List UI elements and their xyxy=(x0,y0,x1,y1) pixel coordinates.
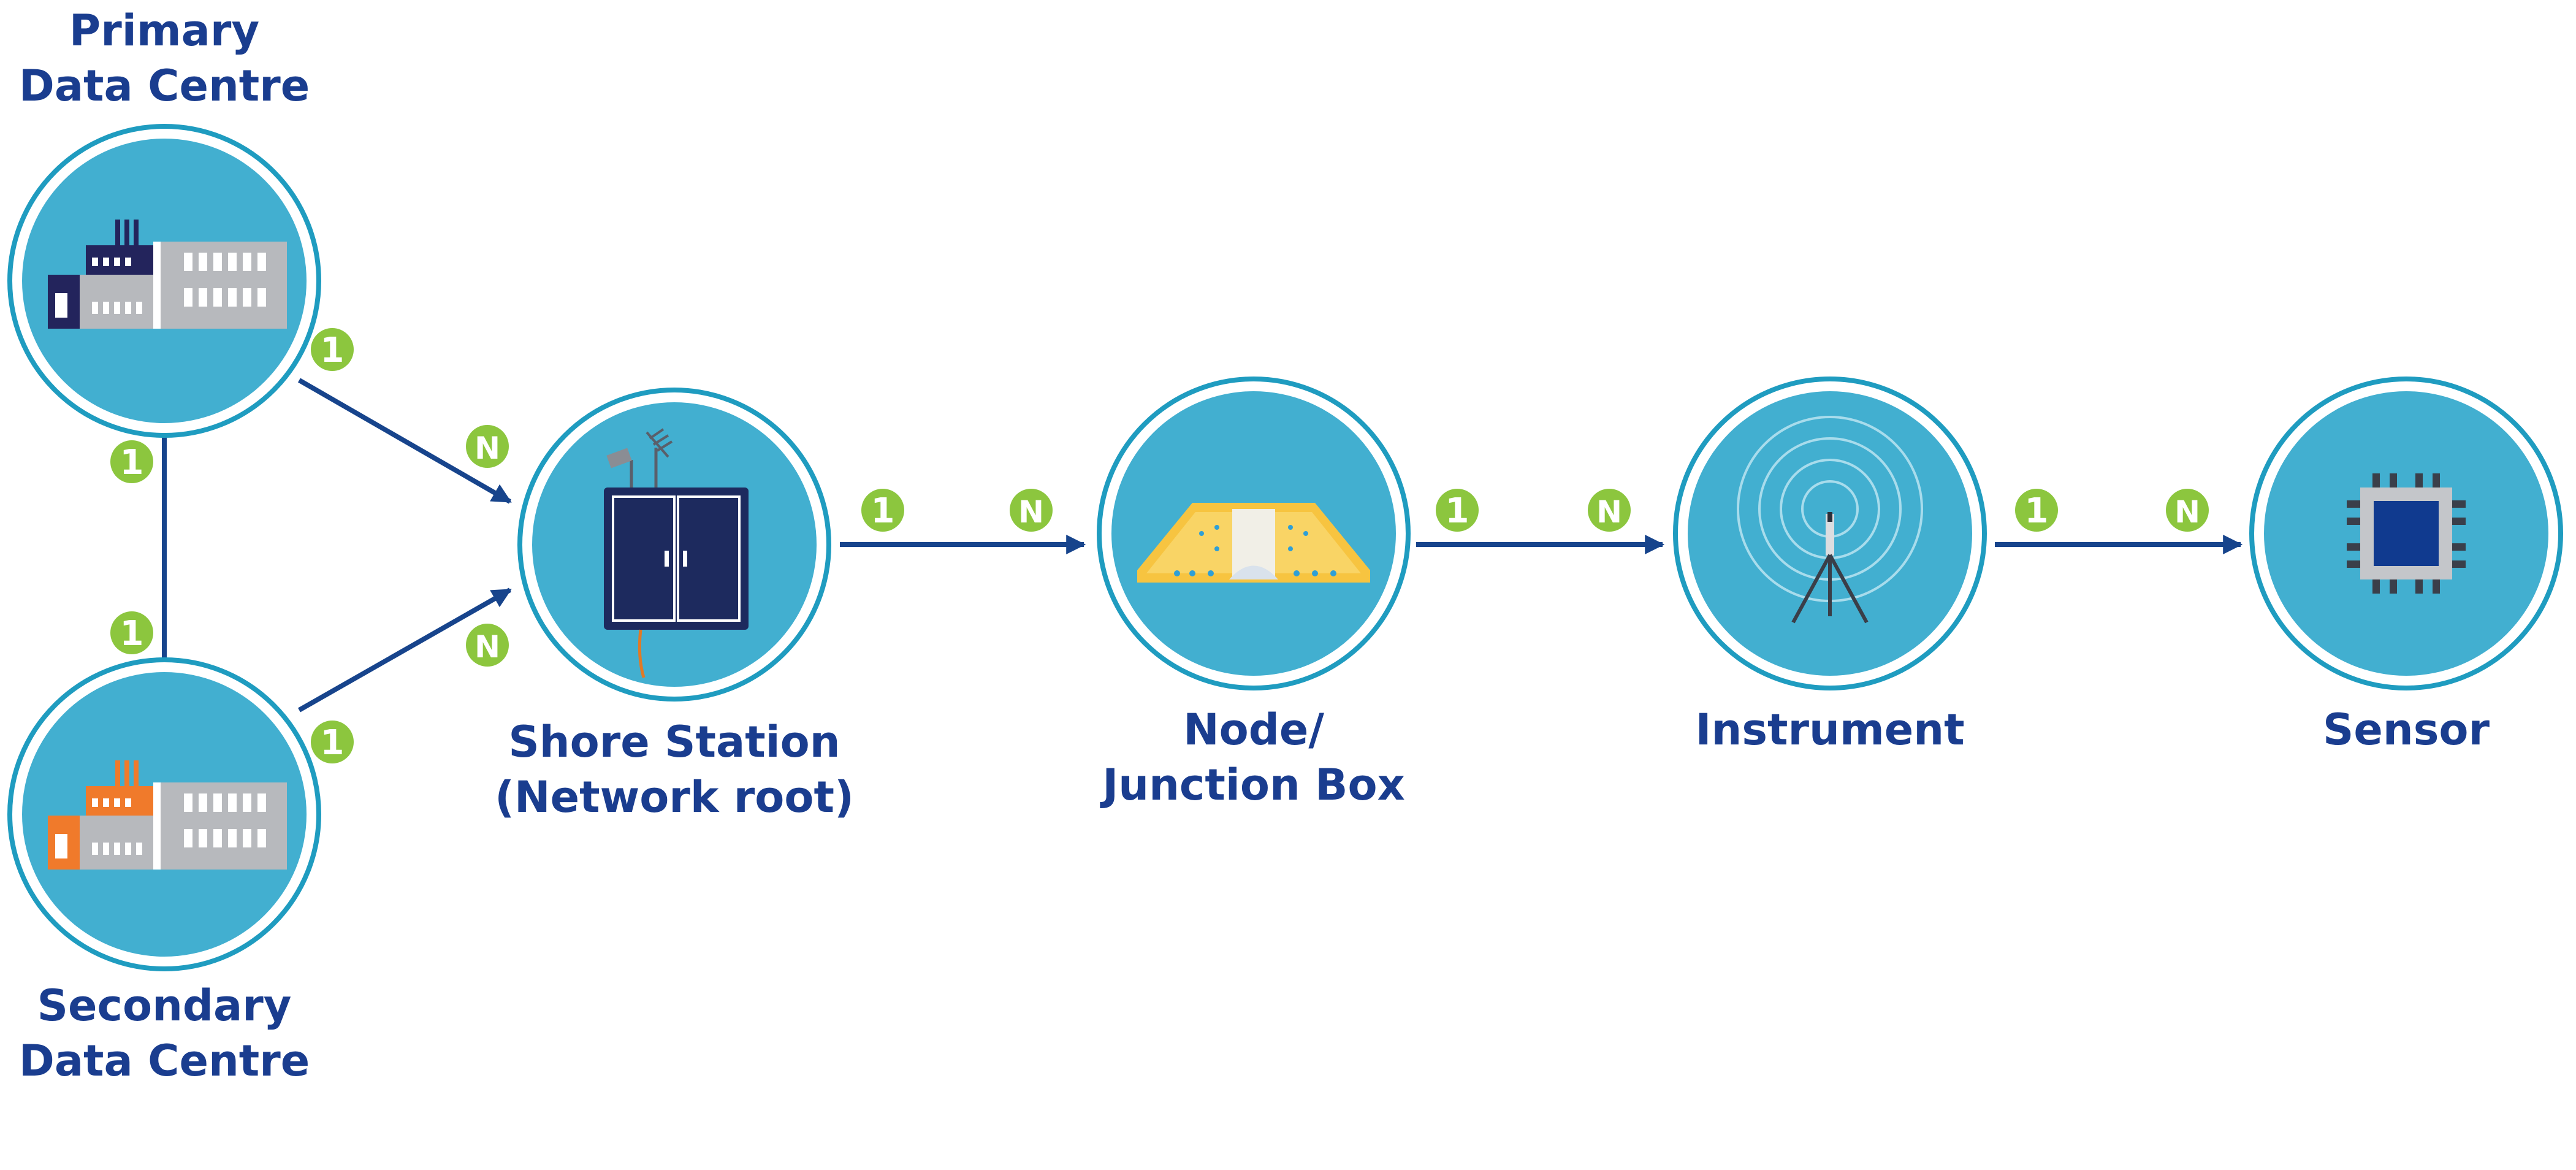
junction-box-label: Node/ Junction Box xyxy=(1070,702,1438,812)
label-line: Secondary xyxy=(37,981,292,1031)
label-line: Shore Station xyxy=(508,717,840,767)
badge-one: 1 xyxy=(110,440,153,483)
primary-shore-arrow xyxy=(298,378,512,504)
shore-station-label: Shore Station (Network root) xyxy=(490,714,858,825)
badge-many: N xyxy=(466,425,509,468)
secondary-data-centre-label: Secondary Data Centre xyxy=(11,978,318,1088)
badge-many: N xyxy=(2166,489,2209,532)
svg-text:N: N xyxy=(2174,494,2200,530)
svg-text:N: N xyxy=(474,430,500,466)
label-line: (Network root) xyxy=(495,772,854,822)
label-line: Data Centre xyxy=(18,61,310,111)
label-line: Data Centre xyxy=(18,1036,310,1086)
chip-icon xyxy=(2347,473,2466,594)
svg-text:N: N xyxy=(1596,494,1622,530)
svg-text:N: N xyxy=(474,629,500,665)
instrument-node xyxy=(1673,377,1987,690)
cabinet-icon xyxy=(604,428,749,678)
badge-one: 1 xyxy=(110,611,153,654)
instrument-label: Instrument xyxy=(1646,702,2014,757)
label-line: Junction Box xyxy=(1102,760,1405,810)
svg-text:1: 1 xyxy=(871,491,895,531)
badge-one: 1 xyxy=(861,489,904,532)
svg-text:1: 1 xyxy=(120,614,144,654)
badge-one: 1 xyxy=(311,328,354,371)
badge-many: N xyxy=(466,624,509,667)
svg-text:1: 1 xyxy=(321,331,345,370)
label-line: Primary xyxy=(69,6,260,56)
factory-icon xyxy=(48,220,287,329)
connectors xyxy=(162,378,2243,713)
secondary-data-centre-node xyxy=(7,657,321,971)
badge-many: N xyxy=(1588,489,1631,532)
badge-one: 1 xyxy=(2015,489,2058,532)
cardinality-badges: 1 1 1 1 N N 1 N 1 N 1 N xyxy=(110,328,2209,763)
svg-text:N: N xyxy=(1018,494,1044,530)
secondary-shore-arrow xyxy=(298,587,512,713)
primary-data-centre-node xyxy=(7,124,321,438)
badge-one: 1 xyxy=(311,721,354,763)
svg-text:1: 1 xyxy=(2025,491,2049,531)
sensor-label: Sensor xyxy=(2222,702,2576,757)
label-line: Node/ xyxy=(1183,705,1324,755)
svg-text:1: 1 xyxy=(321,723,345,763)
primary-data-centre-label: Primary Data Centre xyxy=(11,3,318,113)
junction-box-icon xyxy=(1137,503,1370,583)
shore-station-node xyxy=(517,388,831,702)
label-line: Sensor xyxy=(2322,705,2490,755)
svg-text:1: 1 xyxy=(120,443,144,483)
badge-many: N xyxy=(1010,489,1053,532)
antenna-icon xyxy=(1737,416,1923,624)
node-circles xyxy=(7,124,2563,971)
junction-box-node xyxy=(1097,377,1411,690)
sensor-node xyxy=(2249,377,2563,690)
svg-text:1: 1 xyxy=(1446,491,1469,531)
badge-one: 1 xyxy=(1436,489,1479,532)
label-line: Instrument xyxy=(1695,705,1965,755)
factory-icon xyxy=(48,760,287,870)
